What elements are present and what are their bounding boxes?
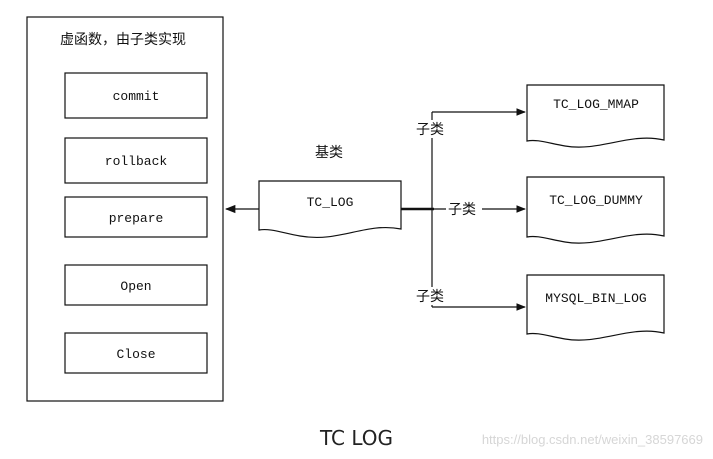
method-box-open: [64, 264, 208, 306]
base-class-name: TC_LOG: [307, 195, 354, 210]
edge-label-bg-1: [414, 120, 450, 138]
method-open: Open: [120, 279, 151, 294]
base-class-label: 基类: [315, 144, 343, 161]
watermark: https://blog.csdn.net/weixin_38597669: [481, 432, 703, 447]
method-box-prepare: [64, 196, 208, 238]
edge-label-bg-3: [414, 287, 450, 305]
inheritance-connectors: 子类 子类 子类: [401, 108, 526, 311]
method-prepare: prepare: [109, 211, 164, 226]
edge-label-subclass-2: 子类: [448, 202, 476, 218]
subclass-tc-log-mmap: TC_LOG_MMAP: [526, 84, 665, 148]
base-class-document-shape: [258, 180, 402, 238]
method-box-commit: [64, 72, 208, 119]
method-close: Close: [116, 347, 155, 362]
subclass-document-shape-2: [526, 176, 665, 244]
subclass-name-dummy: TC_LOG_DUMMY: [549, 193, 643, 208]
method-box-close: [64, 332, 208, 374]
edge-label-bg-2: [446, 200, 482, 218]
edge-label-subclass-3: 子类: [416, 289, 444, 305]
virtual-functions-panel: 虚函数，由子类实现 commit rollback prepare Open C…: [26, 16, 224, 402]
edge-label-subclass-1: 子类: [416, 122, 444, 138]
subclass-name-binlog: MYSQL_BIN_LOG: [545, 291, 646, 306]
subclass-document-shape-3: [526, 274, 665, 341]
figure-caption: TC LOG: [319, 426, 394, 450]
method-rollback: rollback: [105, 154, 168, 169]
panel-title: 虚函数，由子类实现: [60, 32, 186, 48]
subclass-tc-log-dummy: TC_LOG_DUMMY: [526, 176, 665, 244]
subclass-document-shape-1: [526, 84, 665, 148]
subclass-name-mmap: TC_LOG_MMAP: [553, 97, 639, 112]
method-commit: commit: [113, 89, 160, 104]
method-box-rollback: [64, 137, 208, 184]
base-class: 基类 TC_LOG: [258, 144, 402, 238]
subclass-mysql-bin-log: MYSQL_BIN_LOG: [526, 274, 665, 341]
